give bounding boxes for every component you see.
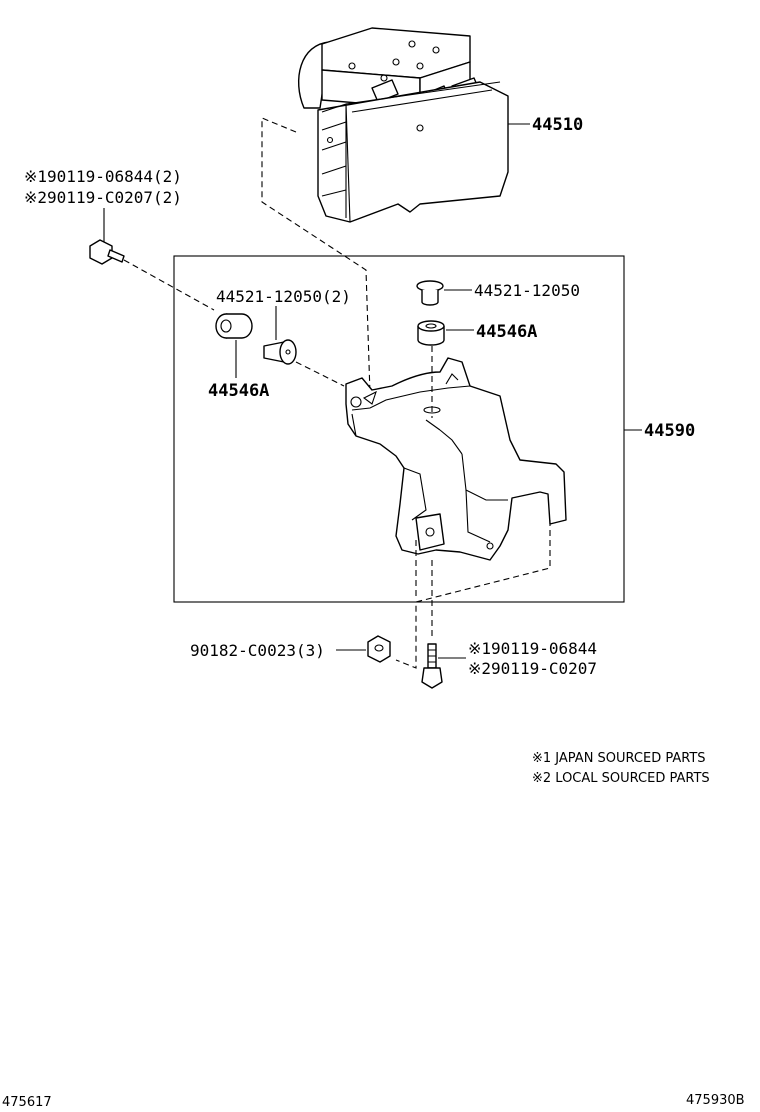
bracket-drawing <box>345 357 567 561</box>
grommet-left-drawing <box>215 313 253 339</box>
label-44510: 44510 <box>532 115 583 135</box>
bracket-group-box <box>173 255 625 603</box>
note-japan-sourced: ※1 JAPAN SOURCED PARTS <box>532 751 706 766</box>
label-collar-right: 44521-12050 <box>474 281 580 300</box>
bolt-top-drawing <box>89 239 125 265</box>
bolt-bottom-drawing <box>421 643 443 689</box>
note-local-sourced: ※2 LOCAL SOURCED PARTS <box>532 771 710 786</box>
label-nut: 90182-C0023(3) <box>190 641 325 660</box>
collar-right-drawing <box>416 280 444 306</box>
nut-drawing <box>367 635 391 663</box>
label-44590: 44590 <box>644 421 695 441</box>
label-bolt-bottom-2: ※290119-C0207 <box>468 659 597 678</box>
collar-left-drawing <box>263 339 297 365</box>
label-grommet-left: 44546A <box>208 381 269 401</box>
abs-actuator-drawing <box>261 27 509 395</box>
label-collar-left: 44521-12050(2) <box>216 287 351 306</box>
footer-right-code: 475930B <box>686 1093 745 1108</box>
label-grommet-right: 44546A <box>476 322 537 342</box>
label-bolt-top-1: ※190119-06844(2) <box>24 167 182 186</box>
grommet-right-drawing <box>417 320 445 346</box>
label-bolt-bottom-1: ※190119-06844 <box>468 639 597 658</box>
label-bolt-top-2: ※290119-C0207(2) <box>24 188 182 207</box>
footer-left-code: 475617 <box>2 1095 52 1110</box>
